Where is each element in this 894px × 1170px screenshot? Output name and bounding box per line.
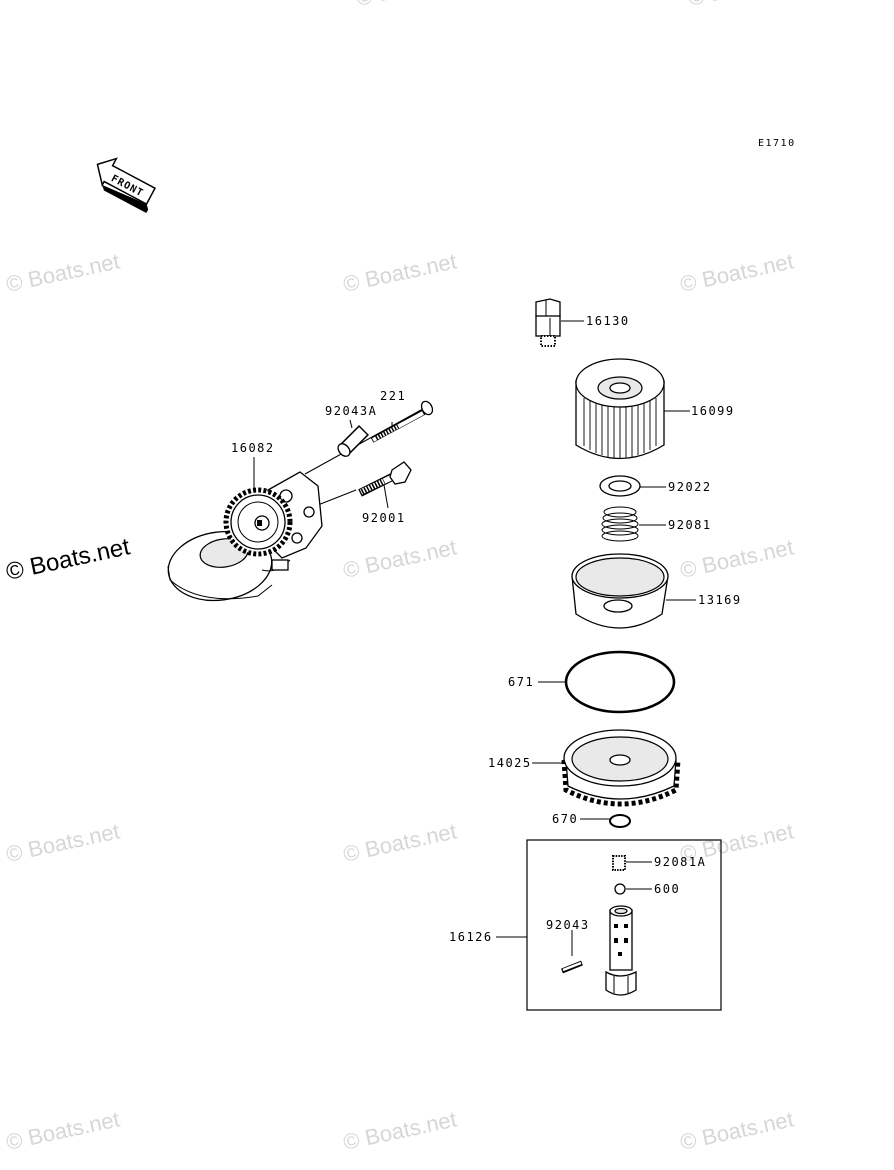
filter-cover-13169: [571, 553, 696, 629]
callout-671: 671: [508, 675, 534, 689]
watermark: © Boats.net: [678, 248, 796, 296]
callout-92022: 92022: [668, 480, 712, 494]
callout-92043A: 92043A: [325, 404, 377, 418]
callout-92043: 92043: [546, 918, 590, 932]
callout-92081A: 92081A: [654, 855, 706, 869]
o-ring-670: [580, 814, 631, 828]
callout-600: 600: [654, 882, 680, 896]
callout-13169: 13169: [698, 593, 742, 607]
watermark: © Boats.net: [678, 1106, 796, 1154]
pin-92043: [561, 930, 583, 974]
collar-92043A: [337, 425, 369, 457]
oil-filter-16099: [575, 358, 690, 460]
callout-92001: 92001: [362, 511, 406, 525]
watermark: © Boats.net: [341, 534, 459, 582]
callout-92081: 92081: [668, 518, 712, 532]
watermark: © Boats.net: [341, 1106, 459, 1154]
front-arrow-icon: FRONT: [96, 157, 157, 214]
watermark: © Boats.net: [354, 0, 472, 11]
spring-92081A: [612, 855, 652, 871]
spring-92081: [601, 506, 666, 542]
callout-221: 221: [380, 389, 406, 403]
callout-14025: 14025: [488, 756, 532, 770]
watermark: © Boats.net: [4, 818, 122, 866]
o-ring-671: [538, 650, 676, 714]
callout-labels: 16130 16099 92022 92081 13169 671 14025 …: [231, 314, 742, 944]
diagram-code: E1710: [758, 138, 796, 149]
oil-pump-assembly: [167, 400, 434, 602]
watermark: © Boats.net: [4, 1106, 122, 1154]
pump-drive-gear: [223, 487, 293, 557]
callout-16082: 16082: [231, 441, 275, 455]
bolt-92001: [317, 461, 412, 506]
washer-92022: [599, 475, 666, 497]
relief-valve-16126: [605, 905, 637, 996]
ball-600: [614, 883, 652, 895]
watermark: © Boats.net: [4, 248, 122, 296]
relief-valve-group-box: [496, 839, 722, 1011]
watermark: © Boats.net: [678, 534, 796, 582]
watermark: © Boats.net: [686, 0, 804, 11]
watermark: © Boats.net: [341, 248, 459, 296]
callout-16126: 16126: [449, 930, 493, 944]
watermark: © Boats.net: [341, 818, 459, 866]
callout-16130: 16130: [586, 314, 630, 328]
bypass-valve-16130: [535, 298, 584, 347]
bolt-221: [304, 400, 434, 475]
filter-cap-14025: [532, 729, 681, 807]
callout-670: 670: [552, 812, 578, 826]
callout-16099: 16099: [691, 404, 735, 418]
watermark-dark: © Boats.net: [4, 533, 133, 586]
